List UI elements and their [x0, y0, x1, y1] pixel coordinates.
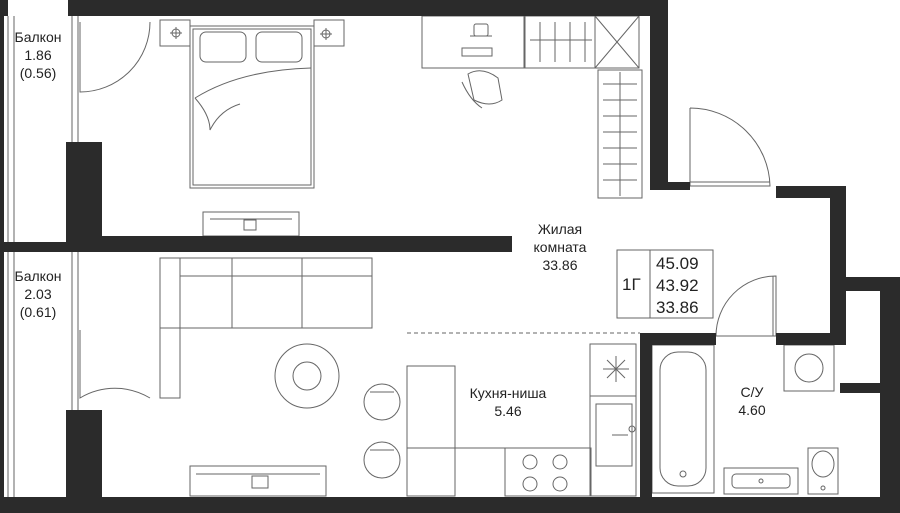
balcony-top-door: [79, 21, 151, 93]
balcony-top-area: 1.86: [24, 47, 52, 63]
kitchen-name: Кухня-ниша: [469, 385, 547, 401]
area-no-balcony: 43.92: [656, 276, 699, 295]
balcony-bottom-label: Балкон 2.03 (0.61): [8, 267, 68, 321]
bathroom-door: [715, 275, 777, 337]
washing-machine: [783, 344, 835, 392]
balcony-bottom-name: Балкон: [14, 268, 62, 284]
balcony-top-label: Балкон 1.86 (0.56): [8, 28, 68, 82]
bathtub: [651, 344, 715, 494]
living-area-total: 33.86: [656, 298, 699, 317]
living-tv-stand: [189, 465, 327, 497]
living-room-label: Жилая комната 33.86: [510, 220, 610, 274]
balcony-bottom-glazing: [7, 250, 79, 497]
chair-lower: [363, 441, 401, 479]
area-info-box: [616, 249, 714, 319]
bathroom-area: 4.60: [738, 402, 766, 418]
bathroom-name: С/У: [740, 384, 764, 400]
balcony-top-glazing: [7, 16, 79, 242]
bathroom-label: С/У 4.60: [720, 383, 784, 419]
desk: [421, 15, 525, 69]
bathroom-sink: [723, 467, 799, 495]
entrance-door: [689, 107, 771, 187]
living-room-area: 33.86: [542, 257, 578, 273]
kitchen-counter: [406, 343, 637, 497]
balcony-bottom-area: 2.03: [24, 286, 52, 302]
toilet: [807, 447, 839, 495]
nightstand-right: [313, 19, 345, 47]
total-area: 45.09: [656, 254, 699, 273]
sofa: [159, 257, 373, 399]
nightstand-left: [159, 19, 191, 47]
balcony-top-name: Балкон: [14, 29, 62, 45]
balcony-bottom-door: [79, 330, 151, 399]
bed: [189, 25, 315, 189]
coffee-table: [274, 343, 340, 409]
living-room-name-line2: комната: [533, 239, 587, 255]
bedroom-tv-stand: [202, 211, 300, 237]
wardrobe: [524, 15, 643, 199]
living-room-name-line1: Жилая: [537, 221, 583, 237]
desk-chair: [461, 70, 503, 109]
kitchen-area: 5.46: [494, 403, 522, 419]
balcony-bottom-coef: (0.61): [19, 304, 57, 320]
furniture-layer: [7, 15, 839, 497]
balcony-top-coef: (0.56): [19, 65, 57, 81]
kitchen-label: Кухня-ниша 5.46: [450, 384, 566, 420]
apartment-type: 1Г: [622, 275, 641, 294]
chair-upper: [363, 383, 401, 421]
